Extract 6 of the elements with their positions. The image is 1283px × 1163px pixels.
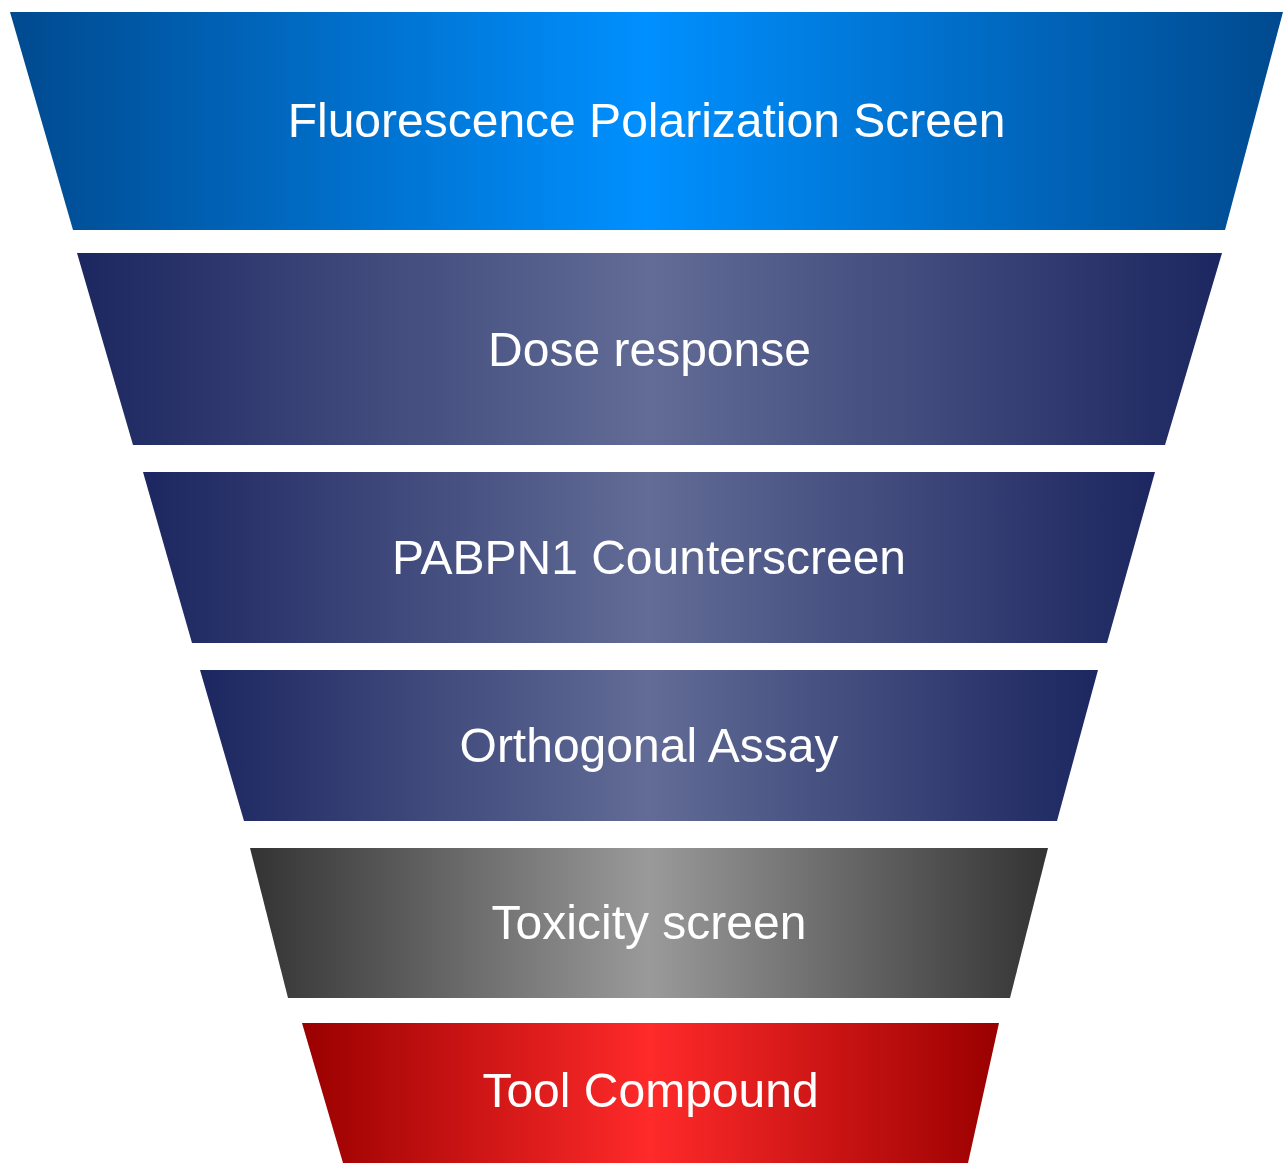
stage-label: Fluorescence Polarization Screen bbox=[287, 92, 1006, 148]
stage-label: Toxicity screen bbox=[491, 894, 807, 950]
stage-label: Dose response bbox=[488, 321, 811, 377]
stage-label: Orthogonal Assay bbox=[459, 717, 839, 773]
stage-label: Tool Compound bbox=[482, 1062, 819, 1118]
stage-label: PABPN1 Counterscreen bbox=[392, 529, 906, 585]
